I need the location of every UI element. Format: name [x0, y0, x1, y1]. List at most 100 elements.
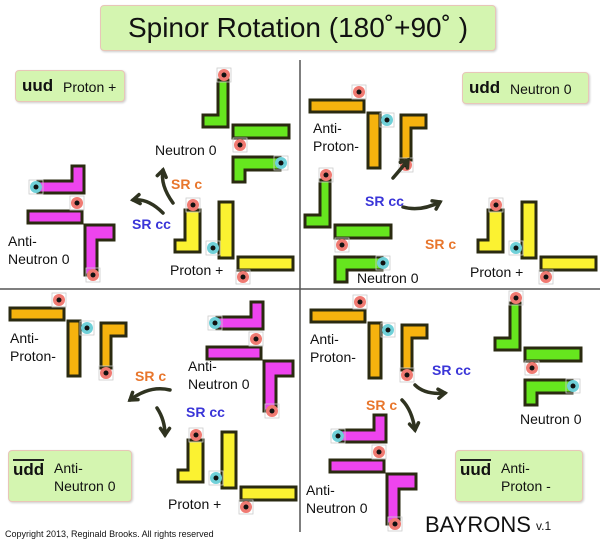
spin-marker-frame: [524, 360, 540, 376]
label-sr-cc: SR cc: [432, 362, 471, 378]
pink-quark-fill: [252, 303, 262, 328]
spin-marker-frame: [352, 294, 368, 310]
pink-quark-fill: [265, 362, 275, 410]
label-anti-proton: Proton-: [10, 348, 56, 364]
quark-content: uud: [22, 76, 54, 95]
spin-marker-frame: [398, 157, 414, 173]
quark-content: uud: [460, 459, 492, 479]
label-sr-c: SR c: [366, 397, 398, 413]
spin-dot-center: [33, 184, 39, 190]
green-quark-fill: [219, 81, 227, 126]
orange-quark-fill: [69, 322, 79, 375]
spin-dot-center: [513, 245, 519, 251]
spin-dot-center: [84, 325, 90, 331]
pink-quark-fill: [86, 226, 113, 239]
label-anti: Anti-: [10, 330, 39, 346]
label-anti-proton: Proton-: [313, 138, 359, 154]
arrow-head-icon: [158, 426, 172, 439]
orange-quark-fill: [369, 114, 379, 167]
spin-marker-frame: [85, 267, 101, 283]
spin-dot-center: [240, 274, 246, 280]
spin-dot-center: [404, 372, 410, 378]
spin-marker-frame: [379, 112, 395, 128]
orange-quark-fill: [403, 326, 426, 337]
pink-quark-fill: [218, 318, 262, 328]
spin-marker-frame: [375, 255, 391, 271]
yellow-quark-fill: [542, 258, 595, 269]
spin-marker-frame: [238, 499, 254, 515]
spin-dot-center: [243, 504, 249, 510]
spin-marker-frame: [235, 269, 251, 285]
green-quark-fill: [526, 381, 571, 392]
q1-quark-box: uud Proton +: [15, 70, 125, 102]
pink-quark-fill: [388, 475, 398, 523]
spin-dot-center: [237, 142, 243, 148]
label-sr-c: SR c: [171, 176, 203, 192]
label-neutron: Neutron 0: [155, 142, 217, 158]
spin-marker-frame: [330, 428, 346, 444]
spin-marker-frame: [318, 167, 334, 183]
spin-dot-center: [210, 245, 216, 251]
pink-quark-fill: [29, 212, 81, 222]
copyright: Copyright 2013, Reginald Brooks. All rig…: [5, 529, 214, 539]
label-sr-cc: SR cc: [132, 216, 171, 232]
particle-name: Proton +: [63, 79, 117, 95]
spin-marker-frame: [69, 195, 85, 211]
spin-marker-frame: [508, 240, 524, 256]
green-quark-fill: [336, 258, 346, 281]
arrow-head-icon: [398, 157, 410, 170]
orange-quark-fill: [403, 326, 411, 369]
spin-marker-frame: [185, 197, 201, 213]
spin-marker-frame: [98, 365, 114, 381]
green-quark-fill: [526, 381, 536, 404]
orange-quark-fill: [11, 309, 63, 319]
arrow-head-icon: [127, 390, 140, 402]
pink-quark-fill: [208, 348, 260, 358]
rotation-arrow: [400, 398, 417, 432]
spin-dot-center: [278, 160, 284, 166]
pink-quark-fill: [39, 182, 83, 192]
yellow-quark-fill: [523, 203, 535, 257]
spin-dot-center: [74, 200, 80, 206]
yellow-quark-fill: [186, 211, 199, 251]
spin-marker-frame: [208, 470, 224, 486]
green-quark-fill: [306, 216, 329, 226]
arrow-head-icon: [407, 421, 421, 434]
label-anti: Anti-: [306, 482, 335, 498]
green-quark-fill: [336, 258, 381, 269]
spin-dot-center: [213, 475, 219, 481]
arrow-head-icon: [129, 192, 142, 206]
spin-dot-center: [380, 260, 386, 266]
particle-name-line1: Anti-: [54, 460, 83, 476]
label-anti-neutron: Neutron 0: [188, 376, 250, 392]
label-anti: Anti-: [313, 120, 342, 136]
particle-name: Neutron 0: [510, 81, 572, 97]
spin-marker-frame: [538, 269, 554, 285]
spin-dot-center: [357, 299, 363, 305]
spin-dot-center: [529, 365, 535, 371]
pink-quark-fill: [265, 362, 292, 375]
label-neutron: Neutron 0: [520, 411, 582, 427]
spin-marker-frame: [387, 516, 403, 532]
spin-dot-center: [212, 320, 218, 326]
green-quark-fill: [336, 226, 390, 237]
q4-quark-box: uud Anti- Proton -: [455, 450, 583, 502]
spin-dot-center: [543, 274, 549, 280]
arrow-head-icon: [436, 387, 449, 400]
label-anti: Anti-: [8, 233, 37, 249]
orange-quark-fill: [402, 116, 410, 159]
yellow-quark-fill: [179, 471, 202, 481]
spin-dot-center: [385, 327, 391, 333]
spin-marker-frame: [351, 84, 367, 100]
label-anti: Anti-: [188, 358, 217, 374]
label-sr-c: SR c: [135, 368, 167, 384]
spin-marker-frame: [51, 292, 67, 308]
brand: BAYRONS: [425, 512, 531, 537]
q2-quark-box: udd Neutron 0: [462, 72, 589, 104]
green-quark-fill: [234, 158, 244, 181]
label-anti-neutron: Neutron 0: [306, 500, 368, 516]
spin-dot-center: [513, 295, 519, 301]
yellow-quark-fill: [189, 441, 202, 481]
spin-dot-center: [356, 89, 362, 95]
